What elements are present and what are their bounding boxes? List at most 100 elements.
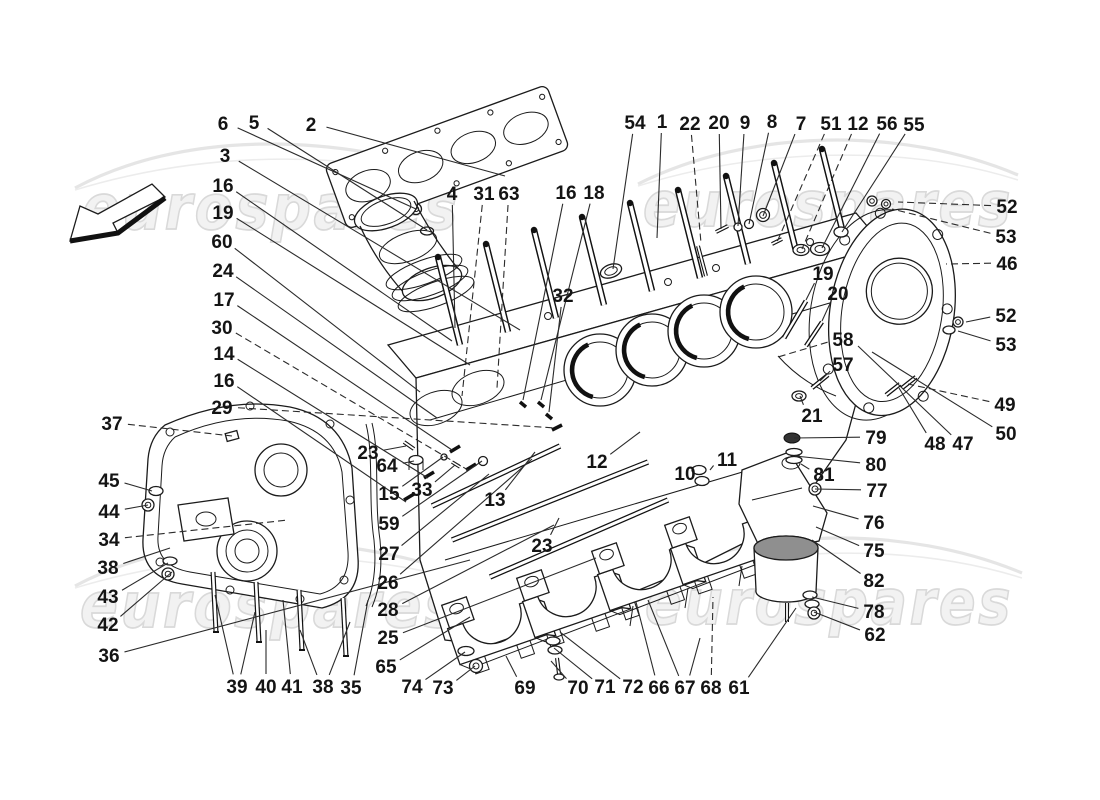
watermark-swoosh [637, 154, 1019, 187]
callout-13: 13 [484, 490, 505, 511]
callout-leader-29 [237, 407, 557, 429]
callout-leader-35 [353, 599, 369, 676]
callout-leader-2 [326, 126, 506, 177]
callout-leader-72 [559, 631, 621, 680]
callout-leader-53 [957, 330, 991, 342]
callout-leader-39 [240, 611, 256, 675]
callout-leader-38 [299, 629, 318, 676]
callout-leader-20 [821, 303, 831, 322]
callout-leader-15 [401, 456, 444, 487]
callout-leader-32 [548, 306, 562, 413]
callout-leader-69 [505, 655, 518, 678]
callout-leader-20 [718, 133, 722, 230]
callout-leader-70 [550, 660, 567, 680]
callout-71: 71 [594, 677, 616, 698]
callout-leader-33 [434, 464, 456, 483]
callout-leader-44 [124, 504, 149, 510]
callout-81: 81 [813, 465, 835, 486]
callout-75: 75 [863, 541, 885, 562]
callout-leader-1 [656, 132, 662, 239]
callout-12: 12 [586, 452, 607, 473]
callout-leader-74 [425, 651, 466, 680]
callout-70: 70 [567, 678, 588, 699]
callout-69: 69 [514, 678, 535, 699]
callout-leader-24 [235, 276, 438, 419]
callout-4: 4 [447, 184, 458, 205]
callout-43: 43 [97, 587, 118, 608]
callout-52: 52 [995, 306, 1016, 327]
callout-60: 60 [211, 232, 232, 253]
callout-11: 11 [717, 450, 738, 471]
callout-leader-80 [794, 455, 861, 464]
callout-80: 80 [865, 455, 886, 476]
callout-21: 21 [801, 406, 823, 427]
liner-seat [409, 389, 463, 427]
callout-9: 9 [740, 113, 751, 134]
stud-icon [674, 186, 682, 194]
callout-29: 29 [211, 398, 232, 419]
callout-leader-23 [550, 517, 560, 536]
callout-33: 33 [411, 480, 432, 501]
callout-34: 34 [98, 530, 120, 551]
callout-53: 53 [995, 227, 1016, 248]
direction-arrow [69, 183, 167, 244]
callout-leader-51 [776, 133, 825, 243]
callout-65: 65 [375, 657, 397, 678]
callout-78: 78 [863, 602, 884, 623]
callout-79: 79 [865, 428, 886, 449]
callout-56: 56 [876, 114, 897, 135]
callout-leader-34 [124, 519, 289, 539]
callout-44: 44 [98, 502, 120, 523]
callout-leader-12 [801, 133, 853, 250]
liner-seat [451, 369, 505, 407]
callout-42: 42 [97, 615, 118, 636]
callout-10: 10 [674, 464, 695, 485]
callout-8: 8 [767, 112, 778, 133]
liner-spring-coil [397, 275, 475, 313]
callout-23: 23 [531, 536, 552, 557]
callout-14: 14 [213, 344, 235, 365]
callout-leader-67 [647, 599, 680, 677]
callout-15: 15 [378, 484, 400, 505]
callout-38: 38 [97, 558, 118, 579]
callout-57: 57 [832, 355, 853, 376]
callout-20: 20 [708, 113, 729, 134]
callout-leader-50 [871, 351, 993, 428]
callout-18: 18 [583, 183, 604, 204]
callout-51: 51 [820, 114, 842, 135]
callout-37: 37 [101, 414, 122, 435]
callout-leader-8 [748, 132, 770, 225]
callout-leader-42 [120, 571, 173, 617]
crankshaft-opening [865, 257, 934, 325]
callout-leader-71 [553, 647, 593, 680]
callout-64: 64 [376, 456, 398, 477]
callout-leader-68 [710, 596, 714, 676]
callout-54: 54 [624, 113, 646, 134]
callout-leader-16 [235, 191, 453, 342]
generated-rods [430, 443, 670, 580]
callout-68: 68 [700, 678, 721, 699]
callout-leader-77 [814, 488, 862, 491]
stud-icon [770, 159, 778, 167]
callout-7: 7 [796, 114, 807, 135]
callout-leader-62 [813, 611, 861, 631]
callout-leader-31 [461, 204, 483, 397]
callout-leader-52 [897, 201, 992, 207]
stud-icon [722, 172, 730, 180]
callout-25: 25 [377, 628, 399, 649]
callout-leader-38 [123, 547, 171, 565]
callout-leader-22 [690, 134, 702, 244]
callout-leader-53 [891, 208, 991, 234]
core-plug [599, 263, 623, 279]
callout-52: 52 [996, 197, 1017, 218]
callout-62: 62 [864, 625, 885, 646]
stud-icon [626, 199, 634, 207]
callout-leader-41 [282, 599, 291, 675]
stud-icon [818, 145, 826, 153]
callout-19: 19 [812, 264, 833, 285]
callout-leader-37 [127, 423, 233, 437]
callout-leader-27 [401, 473, 490, 546]
callout-74: 74 [401, 677, 423, 698]
